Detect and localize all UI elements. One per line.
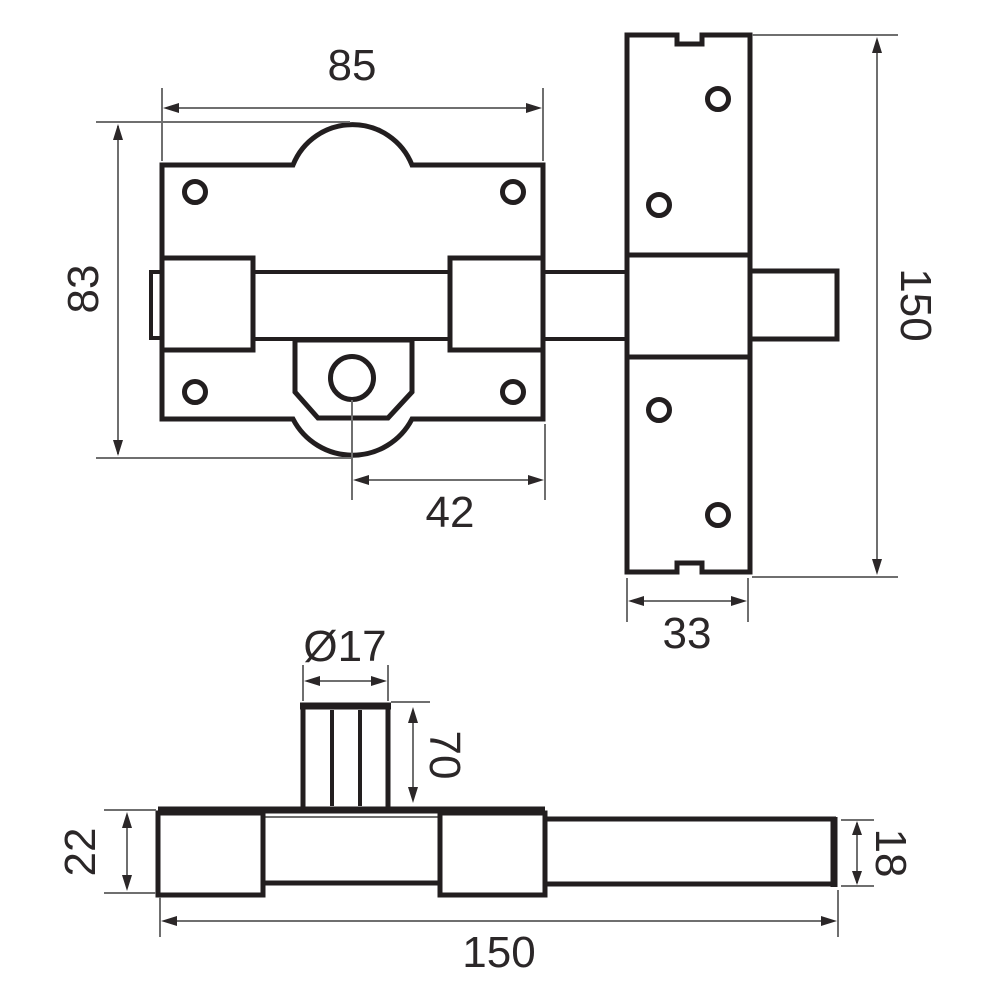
- cylinder-flute-lines: [330, 710, 362, 806]
- top-view: [155, 702, 838, 898]
- arrowhead: [371, 676, 387, 686]
- arrowhead: [526, 103, 542, 113]
- right-guide-block-top: [437, 810, 548, 898]
- dimension-label: Ø17: [303, 622, 386, 671]
- dimension-cylinder-length: 70: [391, 701, 469, 803]
- arrowhead: [852, 871, 862, 885]
- strike-guide-block: [624, 252, 753, 360]
- left-guide-block-top: [155, 810, 266, 898]
- cylinder-core: [328, 354, 376, 402]
- arrowhead: [161, 916, 177, 926]
- arrowhead: [113, 124, 123, 140]
- dimension-label: 18: [866, 829, 915, 878]
- dimension-cylinder-diameter: Ø17: [302, 622, 389, 701]
- arrowhead: [353, 475, 369, 485]
- screw-hole: [500, 379, 526, 405]
- screw-hole: [705, 502, 731, 528]
- arrowhead: [122, 812, 132, 828]
- dimension-label: 33: [663, 609, 712, 658]
- arrowhead: [821, 916, 837, 926]
- dimension-label: 150: [462, 928, 535, 977]
- dimension-label: 83: [59, 265, 108, 314]
- dimension-strike-width: 33: [626, 578, 749, 658]
- arrowhead: [113, 440, 123, 456]
- dimension-front-width: 85: [161, 41, 544, 161]
- dimension-cylinder-offset: 42: [351, 400, 546, 537]
- screw-hole: [182, 179, 208, 205]
- dimension-overall-length: 150: [159, 890, 839, 977]
- dimension-front-height: 83: [59, 121, 352, 459]
- dimension-lines: [351, 400, 546, 500]
- dimension-body-thickness: 22: [56, 809, 156, 894]
- arrowhead: [852, 821, 862, 835]
- dimension-label: 22: [56, 828, 105, 877]
- arrowhead: [731, 596, 747, 606]
- arrowhead: [872, 37, 882, 53]
- screw-hole: [646, 397, 672, 423]
- dimension-label: 85: [328, 41, 377, 90]
- screw-hole: [705, 86, 731, 112]
- dimension-strike-height: 150: [752, 34, 940, 578]
- dimension-label: 42: [426, 488, 475, 537]
- screw-hole: [500, 179, 526, 205]
- strike-plate-view: [624, 32, 840, 575]
- dimension-rod-diameter: 18: [841, 819, 915, 887]
- right-guide-block: [447, 255, 546, 353]
- arrowhead: [408, 787, 418, 803]
- cylinder-top-view: [300, 702, 391, 808]
- screw-hole: [182, 379, 208, 405]
- front-view: [149, 122, 630, 458]
- arrowhead: [163, 103, 179, 113]
- dimension-label: 150: [891, 268, 940, 341]
- dimension-lines: [752, 34, 898, 578]
- dimension-lines: [159, 890, 839, 937]
- arrowhead: [304, 676, 320, 686]
- arrowhead: [872, 559, 882, 575]
- dimension-lines: [391, 701, 430, 799]
- dimension-lines: [161, 88, 544, 161]
- arrowhead: [408, 707, 418, 723]
- dimension-lines: [96, 121, 352, 459]
- left-guide-block: [159, 255, 256, 353]
- bolt-rod: [545, 816, 836, 887]
- dimension-label: 70: [420, 731, 469, 780]
- bolt-head: [747, 268, 840, 342]
- arrowhead: [528, 475, 544, 485]
- arrowhead: [122, 875, 132, 891]
- arrowhead: [628, 596, 644, 606]
- dimension-lines: [626, 578, 749, 622]
- screw-hole: [646, 192, 672, 218]
